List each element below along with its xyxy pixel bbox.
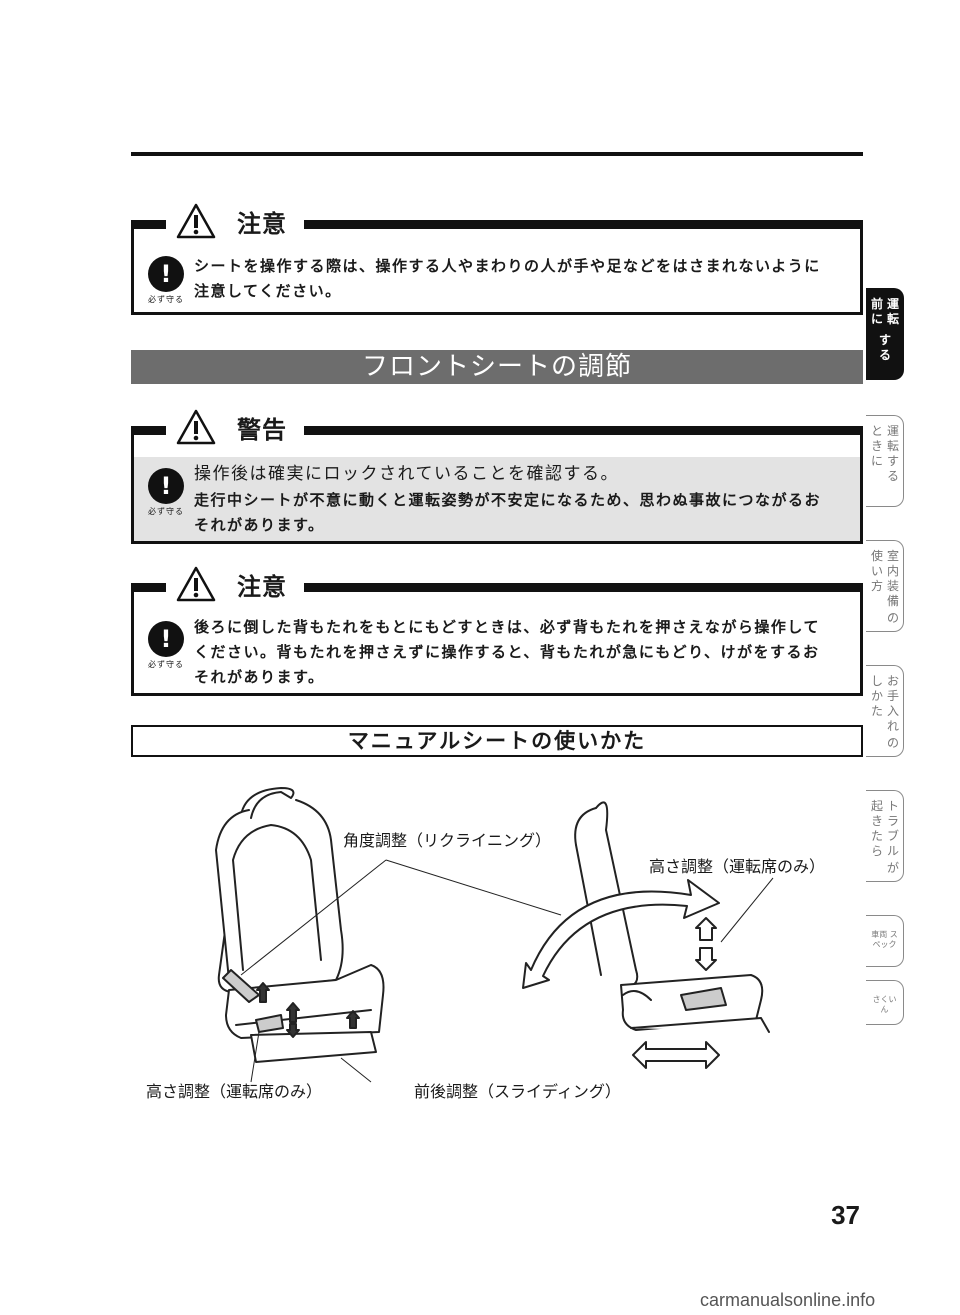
tab-maintenance[interactable]: お手入れ の しかた bbox=[866, 665, 904, 757]
warning-triangle-icon bbox=[176, 566, 216, 602]
tab-specifications[interactable]: 車両 スペック bbox=[866, 915, 904, 967]
exclamation-icon: ! bbox=[148, 621, 184, 657]
caution-text: シートを操作する際は、操作する人やまわりの人が手や足などをはさまれないように 注… bbox=[194, 257, 821, 300]
tab-index[interactable]: さくいん bbox=[866, 980, 904, 1025]
tab-before-driving[interactable]: 運転 前に する bbox=[866, 288, 904, 380]
must-follow-mark: ! 必ず守る bbox=[144, 468, 188, 517]
top-rule bbox=[131, 152, 863, 156]
tab-interior-equipment[interactable]: 室内装備 使い方 の bbox=[866, 540, 904, 632]
warning-text: 操作後は確実にロックされていることを確認する。 走行中シートが不意に動くと運転姿… bbox=[194, 460, 850, 538]
tab-troubleshooting[interactable]: トラブル が 起きたら bbox=[866, 790, 904, 882]
subsection-title: マニュアルシートの使いかた bbox=[131, 725, 863, 757]
section-title: フロントシートの調節 bbox=[131, 350, 863, 384]
warning-triangle-icon bbox=[176, 203, 216, 239]
warning-lead: 操作後は確実にロックされていることを確認する。 bbox=[194, 464, 619, 484]
exclamation-icon: ! bbox=[148, 256, 184, 292]
height-adjust-label-left: 高さ調整（運転席のみ） bbox=[146, 1082, 323, 1101]
warning-title: 警告 bbox=[237, 416, 287, 444]
must-follow-mark: ! 必ず守る bbox=[144, 621, 188, 670]
tab-while-driving[interactable]: 運転する とき に bbox=[866, 415, 904, 507]
slide-adjust-label: 前後調整（スライディング） bbox=[414, 1082, 621, 1101]
watermark: carmanualsonline.info bbox=[700, 1290, 876, 1310]
recline-label: 角度調整（リクライニング） bbox=[343, 831, 552, 850]
caution-text: 後ろに倒した背もたれをもとにもどすときは、必ず背もたれを押さえながら操作して く… bbox=[194, 618, 820, 686]
height-adjust-label-right: 高さ調整（運転席のみ） bbox=[649, 857, 826, 876]
caution-title: 注意 bbox=[237, 573, 287, 601]
must-follow-mark: ! 必ず守る bbox=[144, 256, 188, 305]
exclamation-icon: ! bbox=[148, 468, 184, 504]
caution-box-1: 注意 ! 必ず守る シートを操作する際は、操作する人やまわりの人が手や足などをは… bbox=[131, 203, 863, 315]
page-number: 37 bbox=[831, 1200, 860, 1230]
caution-box-2: 注意 ! 必ず守る 後ろに倒した背もたれをもとにもどすときは、必ず背もたれを押さ… bbox=[131, 566, 863, 696]
warning-triangle-icon bbox=[176, 409, 216, 445]
caution-title: 注意 bbox=[237, 210, 287, 238]
seat-illustration bbox=[215, 787, 774, 1083]
seat-adjustment-figure: 角度調整（リクライニング） 高さ調整（運転席のみ） 高さ調整（運転席のみ） 前後… bbox=[131, 770, 863, 1110]
warning-box: 警告 ! 必ず守る 操作後は確実にロックされていることを確認する。 走行中シート… bbox=[131, 409, 863, 544]
